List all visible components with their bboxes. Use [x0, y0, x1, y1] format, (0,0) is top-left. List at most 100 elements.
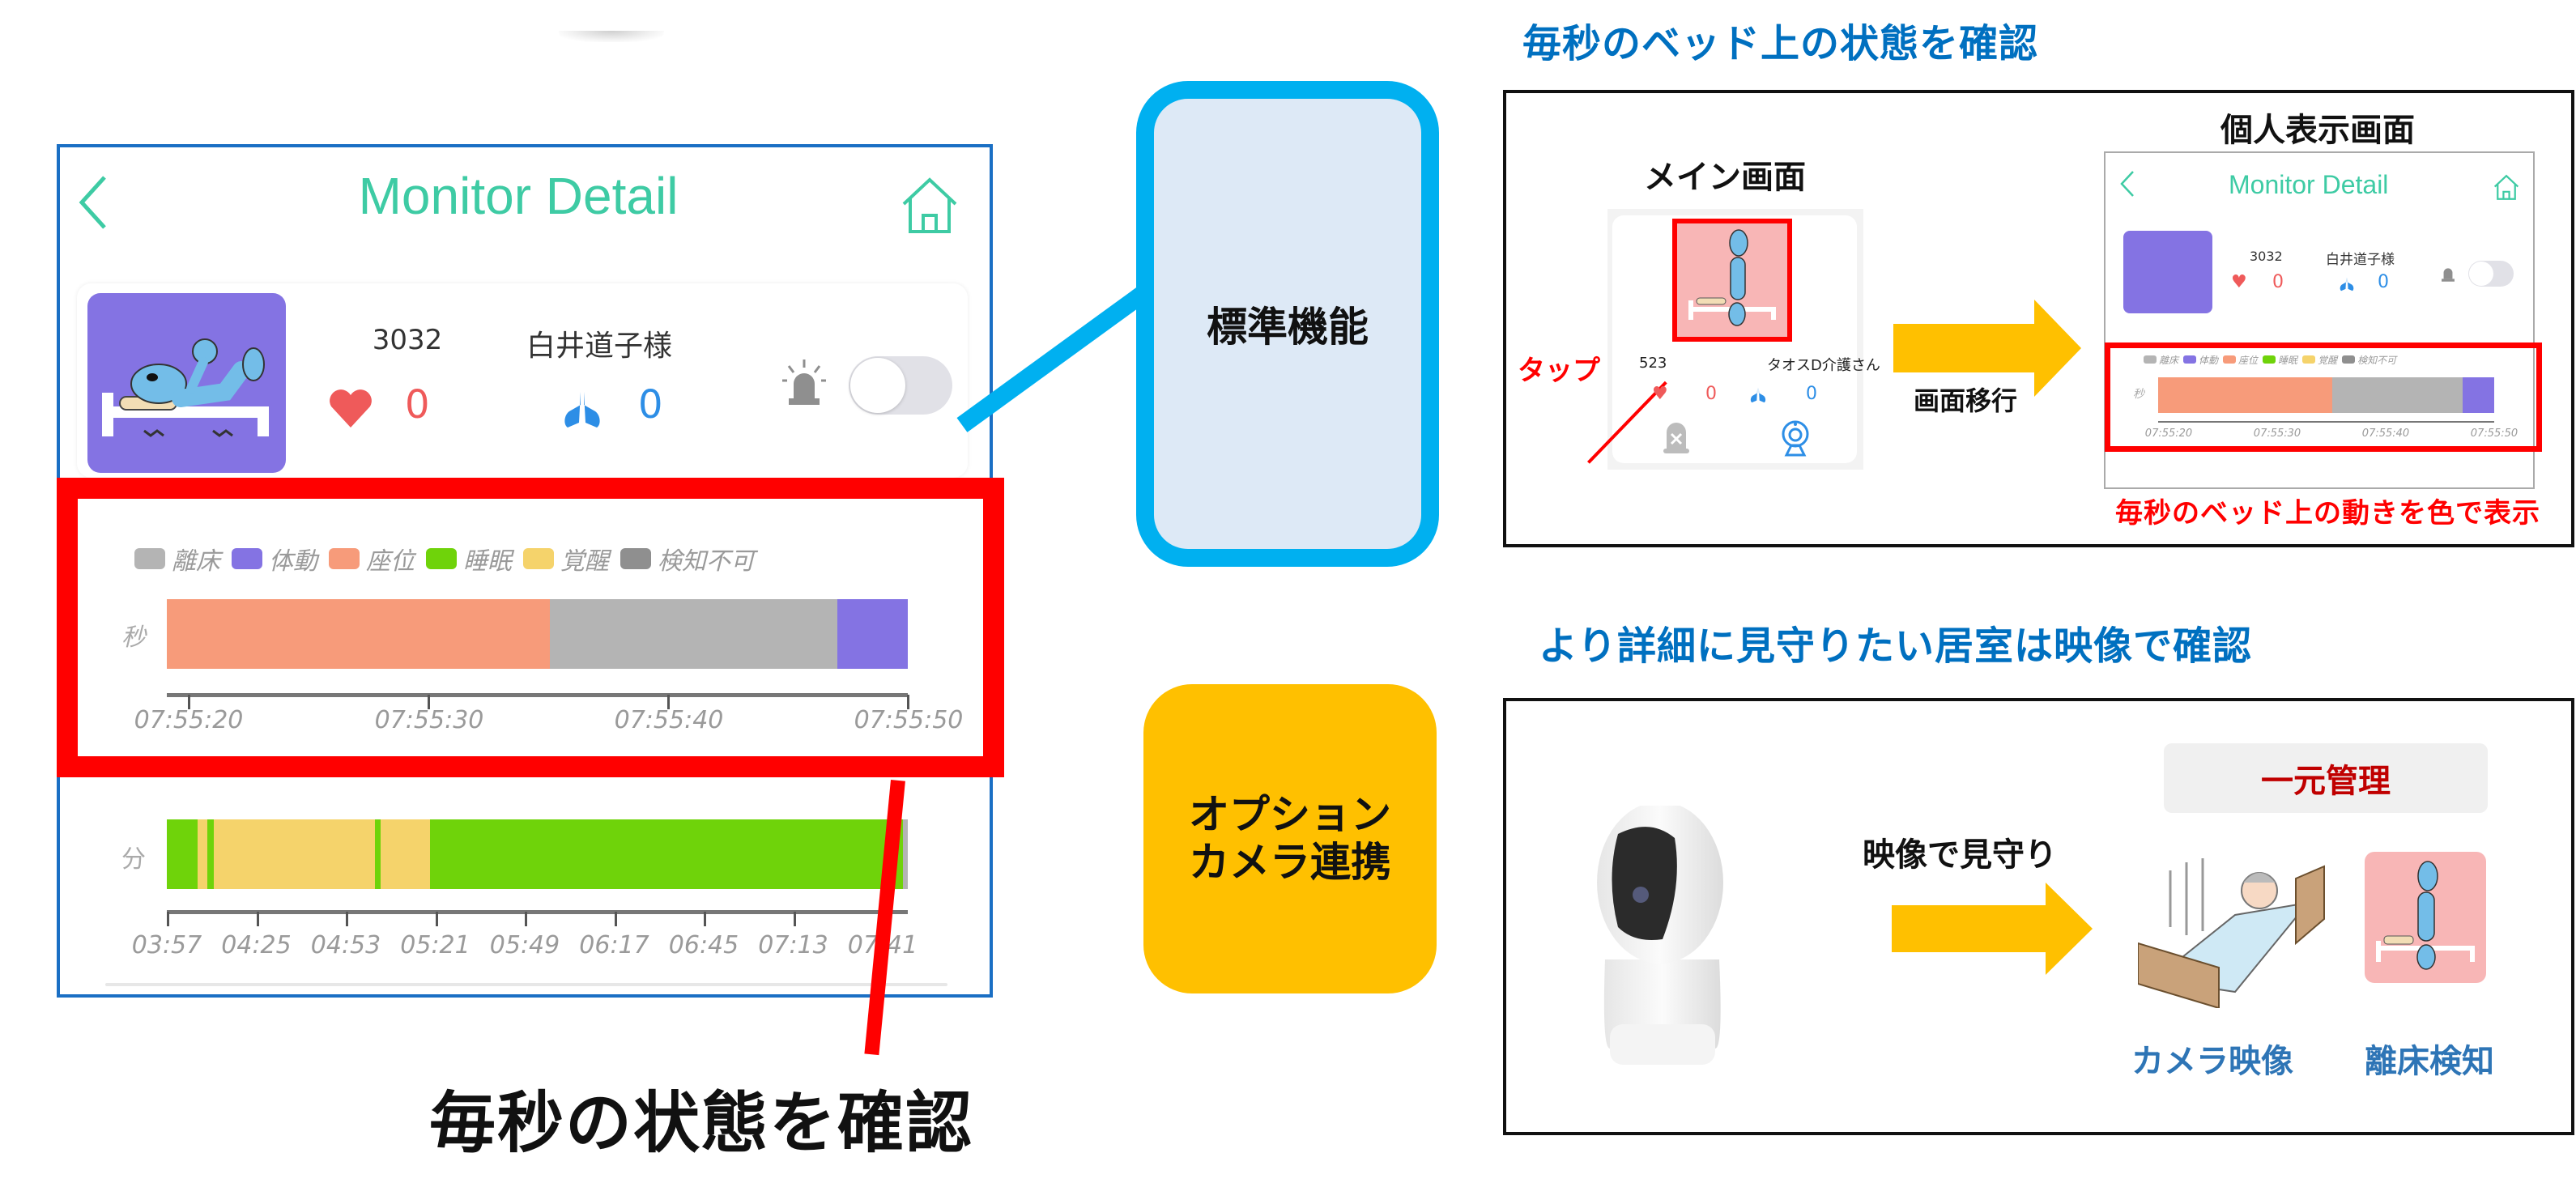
state-segment-覚醒 [198, 819, 208, 889]
siren-icon [782, 360, 826, 405]
legend-swatch [523, 548, 554, 569]
tick-label: 06:17 [579, 931, 649, 959]
legend-swatch [329, 548, 360, 569]
legend-item: 離床 [134, 541, 220, 576]
section-heading-seconds: 毎秒のベッド上の状態を確認 [1522, 21, 2039, 66]
tick-label: 07:55:40 [614, 706, 724, 734]
tick [907, 695, 909, 709]
tick [614, 912, 617, 926]
detail-name: 白井道子様 [2326, 252, 2395, 268]
detail-y-label: 秒 [2133, 388, 2144, 401]
legend-swatch [232, 548, 262, 569]
arrow-right-icon [1893, 300, 2081, 397]
camera-icon[interactable] [1780, 419, 1811, 457]
card-heart-value: 0 [1705, 384, 1717, 404]
toggle-knob [2469, 262, 2493, 286]
legend-swatch [620, 548, 651, 569]
bed-exit-detection-label: 離床検知 [2365, 1043, 2494, 1080]
card-resident-name: タオスD介護さん [1767, 357, 1880, 374]
tick-label: 07:55:30 [2253, 428, 2301, 440]
tick-label: 07:55:50 [2470, 428, 2519, 440]
detail-seconds-bar [2158, 377, 2494, 413]
alarm-off-icon[interactable] [1660, 421, 1692, 455]
tick-label: 07:55:40 [2361, 428, 2410, 440]
tick [435, 912, 438, 926]
legend-item: 検知不可 [2342, 353, 2396, 367]
detail-highlight-frame [2105, 342, 2542, 452]
standing-person-tile[interactable] [1672, 219, 1792, 342]
person-standing-by-bed-icon [2376, 861, 2475, 970]
legend-item: 座位 [329, 541, 415, 576]
bed-exit-tile [2365, 852, 2486, 983]
legend-label: 検知不可 [658, 547, 755, 576]
home-icon[interactable] [2493, 173, 2520, 201]
resident-name: 白井道子様 [526, 330, 672, 363]
alarm-toggle[interactable] [2468, 261, 2514, 287]
person-lying-in-bed-icon [2123, 231, 2212, 313]
card-resp-value: 0 [1806, 384, 1817, 404]
tick-label: 07:13 [758, 931, 828, 959]
unified-management-badge: 一元管理 [2164, 743, 2488, 813]
detail-screen-label: 個人表示画面 [2220, 112, 2415, 149]
state-segment-覚醒 [213, 819, 376, 889]
state-segment-体動 [837, 599, 908, 669]
legend-item: 体動 [2183, 353, 2218, 367]
legend-item: 離床 [2144, 353, 2178, 367]
option-label-line1: オプション [1189, 791, 1391, 838]
lungs-icon [1750, 387, 1766, 403]
tick-label: 05:49 [489, 931, 560, 959]
scroll-indicator[interactable] [105, 983, 947, 986]
lungs-icon [564, 392, 600, 428]
pan-tilt-camera-icon [1597, 806, 1723, 1065]
legend-swatch [134, 548, 165, 569]
detail-resp-value: 0 [2378, 272, 2389, 292]
tap-label: タップ [1518, 355, 1600, 387]
state-segment-覚醒 [381, 819, 430, 889]
detail-caption: 毎秒のベッド上の動きを色で表示 [2115, 497, 2540, 530]
respiration-value: 0 [638, 382, 663, 428]
person-standing-by-bed-icon [1688, 229, 1776, 326]
main-screen-label: メイン画面 [1644, 159, 1806, 196]
minutes-x-axis [167, 910, 908, 914]
option-feature-box: オプションカメラ連携 [1143, 684, 1437, 993]
heart-icon [330, 389, 372, 428]
state-segment-睡眠 [167, 819, 198, 889]
legend-item: 座位 [2223, 353, 2258, 367]
tick-label: 05:21 [400, 931, 470, 959]
tick [346, 912, 348, 926]
person-lying-in-bed-icon [87, 293, 286, 473]
tick-label: 06:45 [668, 931, 739, 959]
seconds-y-label: 秒 [121, 623, 146, 652]
tick-label: 07:55:30 [374, 706, 484, 734]
heart-icon: ♥ [1652, 384, 1668, 404]
seconds-state-bar [167, 599, 908, 669]
state-segment-離床 [550, 599, 838, 669]
home-icon[interactable] [899, 175, 960, 235]
state-segment-睡眠 [375, 819, 381, 889]
tick-label: 07:55:20 [134, 706, 244, 734]
tick-label: 04:53 [310, 931, 381, 959]
tick-label: 04:25 [221, 931, 292, 959]
highlight-frame [57, 478, 1004, 777]
legend-swatch [426, 548, 457, 569]
transition-label: 画面移行 [1914, 385, 2018, 416]
legend-item: 体動 [232, 541, 317, 576]
phone-notch-shadow [559, 31, 664, 42]
tick [667, 695, 670, 709]
seconds-x-axis [167, 693, 908, 697]
detail-room: 3032 [2250, 249, 2283, 264]
chevron-left-icon[interactable] [77, 174, 109, 231]
standard-feature-box: 標準機能 [1136, 81, 1439, 567]
camera-view-label: カメラ映像 [2131, 1043, 2293, 1080]
detail-x-axis [2158, 421, 2494, 423]
option-label-line2: カメラ連携 [1189, 839, 1391, 886]
legend-label: 体動 [269, 547, 317, 576]
chevron-left-icon[interactable] [2119, 170, 2135, 198]
minutes-y-label: 分 [121, 845, 146, 874]
standard-feature-label: 標準機能 [1207, 304, 1369, 351]
lungs-icon [2340, 277, 2354, 291]
detail-screen-thumbnail [2104, 151, 2535, 489]
card-room-number: 523 [1639, 355, 1667, 372]
alarm-toggle[interactable] [849, 356, 952, 415]
state-segment-座位 [167, 599, 551, 669]
